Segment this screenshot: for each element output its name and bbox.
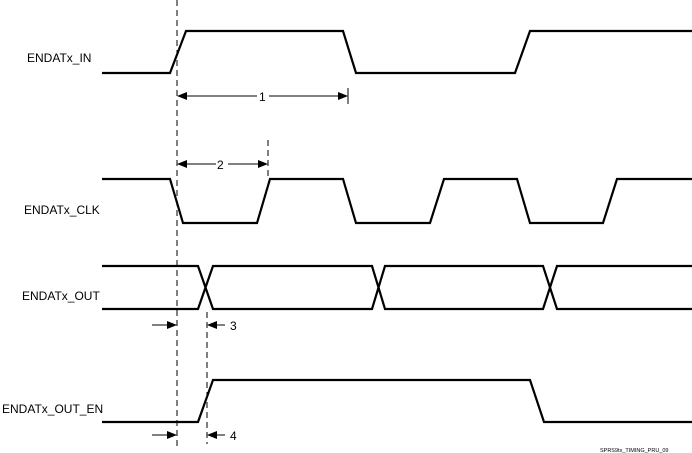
parameter-label-1: 1 bbox=[259, 90, 266, 104]
parameter-label-2: 2 bbox=[217, 158, 224, 172]
dimension-4: 4 bbox=[152, 429, 237, 443]
signal-label-clk: ENDATx_CLK bbox=[24, 203, 100, 217]
waveform-out-en bbox=[102, 378, 692, 424]
parameter-label-3: 3 bbox=[230, 319, 237, 333]
dimension-2: 2 bbox=[177, 158, 268, 172]
waveform-clk bbox=[102, 177, 692, 225]
waveform-out bbox=[102, 264, 692, 311]
signal-label-out: ENDATx_OUT bbox=[22, 289, 100, 303]
dimension-3: 3 bbox=[152, 319, 237, 333]
signal-label-in: ENDATx_IN bbox=[27, 51, 91, 65]
waveform-in bbox=[102, 29, 692, 75]
dimension-1: 1 bbox=[177, 88, 349, 104]
signal-label-out-en: ENDATx_OUT_EN bbox=[2, 402, 103, 416]
figure-id: SPRS9tx_TIMING_PRU_09 bbox=[600, 448, 668, 453]
parameter-label-4: 4 bbox=[230, 429, 237, 443]
